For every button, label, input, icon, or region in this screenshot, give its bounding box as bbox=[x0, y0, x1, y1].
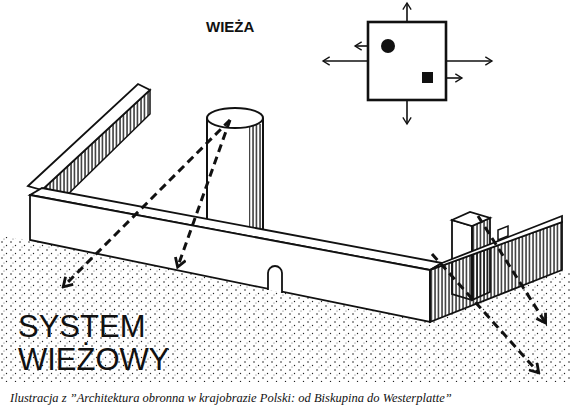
tower-label: WIEŻA bbox=[206, 18, 254, 36]
diagram-title: SYSTEM WIEŻOWY bbox=[18, 311, 218, 377]
right-wall bbox=[430, 216, 562, 322]
front-wall bbox=[30, 188, 442, 322]
left-wall bbox=[28, 84, 150, 202]
plan-symbol bbox=[323, 3, 492, 124]
figure-caption: Ilustracja z ”Architektura obronna w kra… bbox=[10, 391, 452, 406]
